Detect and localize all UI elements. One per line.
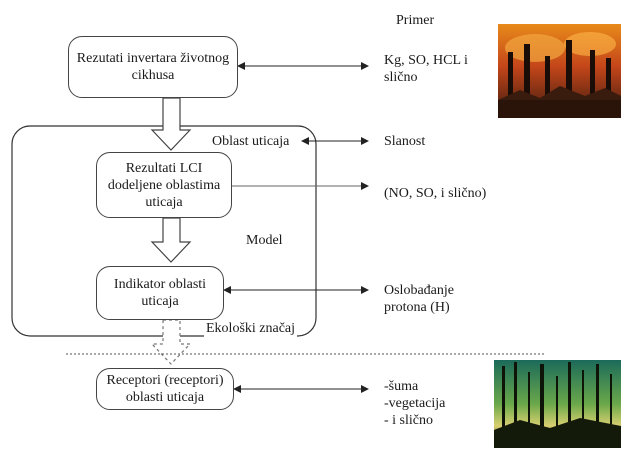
lci-assigned-box: Rezultati LCI dodeljene oblastima uticaj…	[96, 152, 232, 218]
box2-line1: Rezultati LCI	[125, 160, 203, 176]
model-label: Model	[246, 233, 283, 248]
example-5: -šuma -vegetacija - i slično	[384, 378, 445, 429]
box2-line3: uticaja	[145, 194, 183, 210]
box3-line2: uticaja	[141, 294, 179, 309]
example-1-line1: Kg, SO, HCL i	[384, 53, 468, 68]
box1-line1: Rezutati invertara životnog	[76, 51, 230, 66]
ecological-significance-label: Ekološki značaj	[204, 320, 298, 337]
box4-line2: oblasti uticaja	[125, 390, 205, 405]
box3-line1: Indikator oblasti	[113, 277, 207, 292]
flow-arrow-2	[150, 217, 192, 263]
flow-arrow-3-dashed	[150, 319, 192, 365]
receptors-box: Receptori (receptori) oblasti uticaja	[96, 368, 234, 410]
example-1: Kg, SO, HCL i slično	[384, 52, 468, 86]
example-4-line2: protona (H)	[384, 300, 450, 315]
box1-line2: cikhusa	[131, 68, 175, 83]
example-4-line1: Oslobađanje	[384, 283, 454, 298]
primer-label: Primer	[396, 13, 435, 28]
box2-line2: dodeljene oblastima	[107, 177, 221, 193]
example-5-line2: -vegetacija	[384, 396, 446, 411]
example-4: Oslobađanje protona (H)	[384, 282, 454, 316]
industrial-smokestacks-photo	[498, 24, 621, 118]
example-5-line3: - i slično	[384, 413, 433, 428]
example-3: (NO, SO, i slično)	[384, 186, 487, 201]
flow-arrow-1	[150, 97, 192, 151]
example-2: Slanost	[384, 134, 426, 149]
dead-forest-photo	[494, 360, 621, 448]
lci-results-box: Rezutati invertara životnog cikhusa	[68, 36, 238, 98]
box4-line1: Receptori (receptori)	[106, 373, 224, 388]
impact-indicator-box: Indikator oblasti uticaja	[96, 266, 224, 320]
example-5-line1: -šuma	[384, 379, 419, 394]
impact-area-label: Oblast uticaja	[210, 133, 292, 150]
example-1-line2: slično	[384, 70, 418, 85]
